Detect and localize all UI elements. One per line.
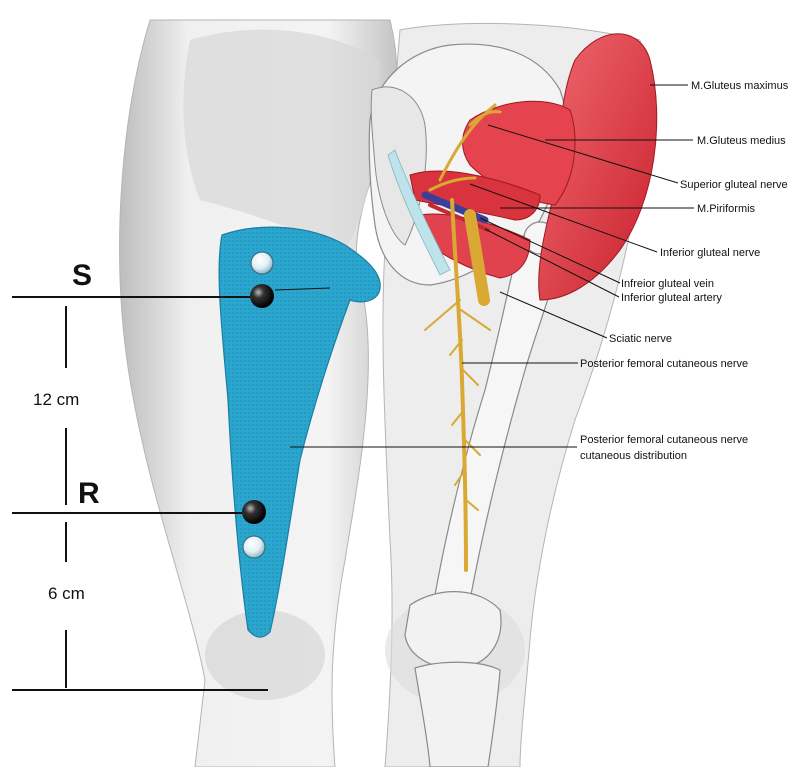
lower-distance-label: 6 cm [48,584,85,603]
label-inferior-gluteal-nerve: Inferior gluteal nerve [660,247,760,259]
label-gluteus-maximus: M.Gluteus maximus [691,80,789,92]
label-sciatic-nerve: Sciatic nerve [609,333,672,345]
black-electrode-icon [242,500,266,524]
white-electrode-icon [243,536,265,558]
label-piriformis: M.Piriformis [697,203,756,215]
stimulation-site-s-label: S [72,259,92,292]
black-electrode-icon [250,284,274,308]
upper-distance-label: 12 cm [33,390,79,409]
white-electrode-icon [251,252,273,274]
label-gluteus-medius: M.Gluteus medius [697,135,786,147]
label-inferior-gluteal-vein: Infreior gluteal vein [621,278,714,290]
recording-site-r-label: R [78,477,100,510]
femur-condyles [405,592,501,669]
label-superior-gluteal-nerve: Superior gluteal nerve [680,179,788,191]
label-cutaneous-distribution-line2: cutaneous distribution [580,450,687,462]
tibia [415,662,500,767]
label-posterior-femoral-cutaneous-nerve: Posterior femoral cutaneous nerve [580,358,748,370]
label-inferior-gluteal-artery: Inferior gluteal artery [621,292,722,304]
label-cutaneous-distribution-line1: Posterior femoral cutaneous nerve [580,434,748,446]
